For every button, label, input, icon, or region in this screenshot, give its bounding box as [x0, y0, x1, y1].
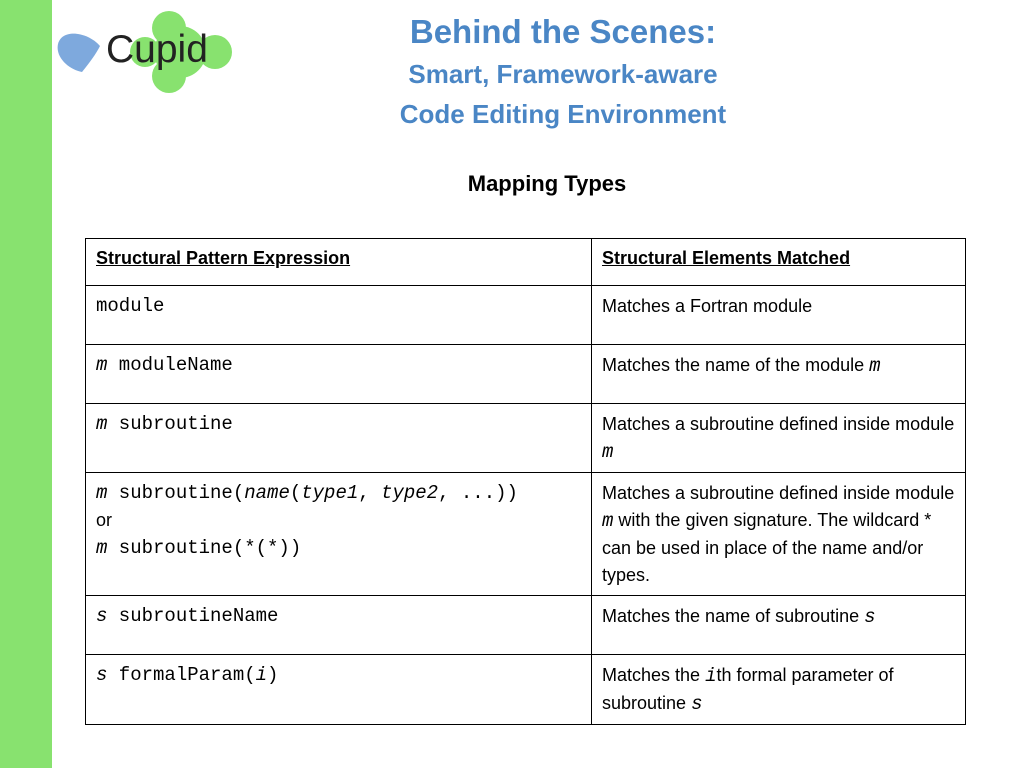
match-text: with the given signature. The wildcard *…	[602, 510, 932, 585]
var-text: m	[96, 354, 108, 376]
pattern-text: )	[267, 664, 279, 686]
var-text: m	[96, 482, 108, 504]
cupid-logo: Cupid	[56, 6, 236, 98]
section-subtitle: Mapping Types	[467, 171, 627, 196]
pattern-text: module	[96, 295, 165, 317]
table-row: s formalParam(i) Matches the ith formal …	[85, 654, 966, 725]
var-text: m	[602, 510, 614, 532]
title-line-3: Code Editing Environment	[399, 99, 727, 129]
or-text: or	[96, 510, 113, 530]
var-text: name	[244, 482, 290, 504]
var-text: s	[691, 693, 703, 715]
match-text: Matches the	[602, 665, 706, 685]
match-text: Matches the name of subroutine	[602, 606, 865, 626]
var-text: s	[864, 606, 876, 628]
pattern-text: formalParam(	[107, 664, 256, 686]
table-row: s subroutineName Matches the name of sub…	[85, 595, 966, 655]
pattern-text: (	[289, 482, 302, 504]
table-row: m subroutine Matches a subroutine define…	[85, 403, 966, 473]
pattern-cell: m moduleName	[85, 344, 592, 404]
var-text: m	[602, 441, 614, 463]
var-text: type1	[301, 482, 359, 504]
match-cell: Matches the name of the module m	[591, 344, 966, 404]
cupid-logo-icon	[57, 11, 232, 93]
pattern-cell: m subroutine	[85, 403, 592, 473]
match-text: Matches a subroutine defined inside modu…	[602, 483, 955, 503]
pattern-cell: m subroutine(name(type1, type2, ...)) or m…	[85, 472, 592, 596]
match-cell: Matches a Fortran module	[591, 285, 966, 345]
match-text: th formal parameter of subroutine	[602, 665, 894, 713]
var-text: m	[869, 355, 881, 377]
pattern-cell: s formalParam(i)	[85, 654, 592, 725]
pattern-text: ,	[358, 482, 382, 504]
var-text: i	[705, 665, 717, 687]
logo-text: Cupid	[106, 28, 208, 71]
pattern-text: subroutine	[107, 413, 233, 435]
table-row: m moduleName Matches the name of the mod…	[85, 344, 966, 404]
var-text: m	[96, 413, 108, 435]
title-line-1: Behind the Scenes:	[409, 13, 717, 50]
var-text: type2	[381, 482, 439, 504]
var-text: s	[96, 605, 108, 627]
mapping-types-table: Structural Pattern Expression Structural…	[85, 238, 966, 725]
pattern-cell: module	[85, 285, 592, 345]
match-cell: Matches a subroutine defined inside modu…	[591, 472, 966, 596]
match-text: Matches the name of the module	[602, 355, 870, 375]
match-text: Matches a subroutine defined inside modu…	[602, 414, 955, 434]
header-elements-matched: Structural Elements Matched	[591, 238, 966, 286]
pattern-text: subroutine(	[107, 482, 245, 504]
table-row: module Matches a Fortran module	[85, 285, 966, 345]
slide-title: Behind the Scenes: Smart, Framework-awar…	[300, 10, 826, 134]
var-text: m	[96, 537, 108, 559]
match-cell: Matches a subroutine defined inside modu…	[591, 403, 966, 473]
title-line-2: Smart, Framework-aware	[408, 59, 718, 89]
match-cell: Matches the ith formal parameter of subr…	[591, 654, 966, 725]
pattern-text: subroutine(*(*))	[107, 537, 302, 559]
table-header-row: Structural Pattern Expression Structural…	[85, 238, 966, 286]
match-text: Matches a Fortran module	[602, 296, 813, 316]
pattern-cell: s subroutineName	[85, 595, 592, 655]
var-text: i	[255, 664, 268, 686]
side-accent-bar	[0, 0, 52, 768]
var-text: s	[96, 664, 108, 686]
table-row: m subroutine(name(type1, type2, ...)) or m…	[85, 472, 966, 596]
header-pattern-expression: Structural Pattern Expression	[85, 238, 592, 286]
pattern-text: subroutineName	[107, 605, 279, 627]
pattern-text: moduleName	[107, 354, 233, 376]
pattern-text: , ...))	[438, 482, 518, 504]
match-cell: Matches the name of subroutine s	[591, 595, 966, 655]
